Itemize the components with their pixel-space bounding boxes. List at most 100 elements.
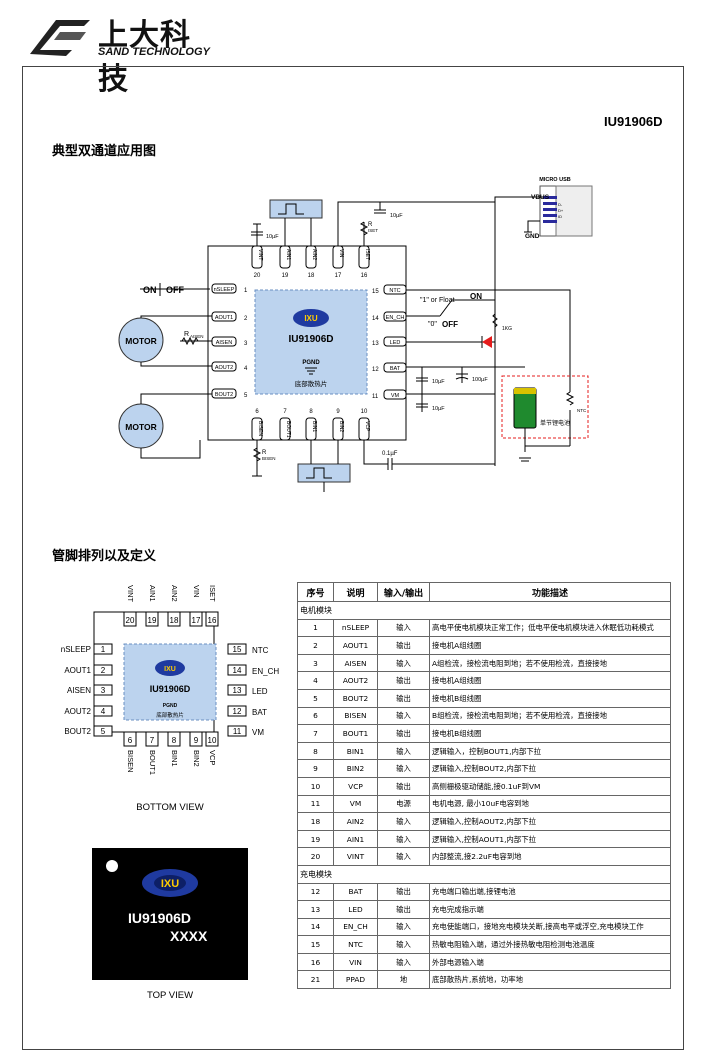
svg-text:13: 13	[372, 341, 379, 347]
svg-text:ID: ID	[558, 214, 562, 219]
pin-description-cell: 接电机A组线圈	[429, 636, 671, 655]
part-number: IU91906D	[604, 114, 663, 129]
svg-text:AISEN: AISEN	[67, 686, 91, 695]
pin-description-cell: 充电使能端口，接地充电模块关断,接高电平或浮空,充电模块工作	[429, 917, 671, 937]
thermal-pad	[254, 289, 368, 395]
header-description: 功能描述	[429, 582, 671, 602]
svg-text:EN_CH: EN_CH	[386, 315, 405, 321]
vcp-cap-label: 0.1µF	[382, 451, 398, 457]
pin-description-cell: 外部电源输入端	[429, 952, 671, 972]
svg-text:BOUT2: BOUT2	[64, 727, 91, 736]
r-bisen-label: R	[262, 450, 267, 456]
pin-name-cell: BIN1	[333, 741, 378, 761]
pin-io-cell: 输入	[377, 917, 430, 937]
pin-io-cell: 输入	[377, 653, 430, 673]
motor-group-row: 电机模块	[297, 601, 671, 620]
svg-text:17: 17	[335, 273, 342, 279]
svg-text:D+: D+	[558, 208, 564, 213]
pin-number-cell: 10	[297, 776, 334, 796]
pin-description-cell: 高侧栅极驱动储能,接0.1uF到VM	[429, 776, 671, 796]
pad-label: 底部散热片	[295, 379, 328, 388]
svg-text:nSLEEP: nSLEEP	[214, 287, 235, 293]
svg-text:9: 9	[194, 736, 199, 745]
top-marking-line1: IU91906D	[128, 910, 192, 926]
pin-description-cell: B组检流，接检流电阻到地；若不使用检流，直接接地	[429, 706, 671, 726]
motor-a-label: MOTOR	[125, 336, 156, 346]
svg-text:12: 12	[372, 367, 379, 373]
pin-io-cell: 输出	[377, 882, 430, 902]
svg-text:10: 10	[208, 736, 217, 745]
pin-io-cell: 输入	[377, 829, 430, 849]
pin-description-cell: 充电端口输出端,接锂电池	[429, 882, 671, 902]
pin-name-cell: BOUT1	[333, 724, 378, 743]
svg-text:IXU: IXU	[164, 666, 176, 673]
pin-number-cell: 18	[297, 812, 334, 831]
pin-number-cell: 3	[297, 653, 334, 673]
svg-text:ISET: ISET	[208, 585, 217, 602]
pin-io-cell: 输入	[377, 741, 430, 761]
svg-text:15: 15	[372, 289, 379, 295]
svg-text:8: 8	[172, 736, 177, 745]
bat-cap-label: 10µF	[432, 379, 445, 385]
pgnd-label: PGND	[302, 360, 320, 366]
svg-text:19: 19	[148, 616, 157, 625]
svg-text:BISEN: BISEN	[126, 750, 135, 773]
pin-io-cell: 输入	[377, 706, 430, 726]
svg-text:2: 2	[244, 316, 248, 322]
pin-name-cell: AIN1	[333, 829, 378, 849]
pin-name-cell: PPAD	[333, 970, 378, 990]
svg-text:18: 18	[308, 273, 315, 279]
svg-text:IU91906D: IU91906D	[150, 684, 191, 694]
section-title-pinout: 管脚排列以及定义	[52, 549, 157, 564]
pin-number-cell: 16	[297, 952, 334, 972]
pin-io-cell: 输入	[377, 812, 430, 831]
table-header-row: 序号 说明 输入/输出 功能描述	[297, 582, 671, 602]
pin-name-cell: EN_CH	[333, 917, 378, 937]
en-on-label: ON	[470, 292, 482, 301]
svg-text:5: 5	[244, 393, 248, 399]
svg-text:AIN1: AIN1	[148, 585, 157, 602]
pin-description-cell: 充电完成指示端	[429, 900, 671, 919]
zero-label: "0"	[428, 321, 437, 328]
svg-text:9: 9	[336, 409, 340, 415]
charge-group-row: 充电模块	[297, 864, 671, 884]
pin-number-cell: 21	[297, 970, 334, 990]
pin-name-cell: BIN2	[333, 759, 378, 778]
svg-text:BOUT2: BOUT2	[215, 392, 233, 398]
svg-text:MICRO USB: MICRO USB	[539, 177, 571, 183]
r-iset-sub: ISET	[368, 228, 378, 233]
r-bisen-sub: BISEN	[262, 456, 276, 461]
pin-name-cell: NTC	[333, 935, 378, 954]
svg-text:5: 5	[101, 727, 106, 736]
svg-text:VIN: VIN	[192, 585, 201, 598]
on-label: ON	[143, 285, 157, 295]
right-pin-names: NTC EN_CH LED BAT VM	[252, 646, 280, 737]
pin-io-cell: 输出	[377, 776, 430, 796]
section-title-application: 典型双通道应用图	[52, 144, 157, 159]
svg-text:7: 7	[283, 409, 287, 415]
pin-io-cell: 输入	[377, 847, 430, 866]
pin-description-cell: 逻辑输入,控制AOUT1,内部下拉	[429, 829, 671, 849]
pin-description-cell: A组检流，接检流电阻到地；若不使用检流，直接接地	[429, 653, 671, 673]
svg-text:BIN2: BIN2	[338, 421, 344, 432]
svg-text:BOUT1: BOUT1	[148, 750, 157, 775]
svg-text:VCP: VCP	[208, 750, 217, 765]
svg-text:AOUT2: AOUT2	[64, 707, 91, 716]
svg-text:4: 4	[101, 707, 106, 716]
pin-description-cell: 逻辑输入,控制AOUT2,内部下拉	[429, 812, 671, 831]
svg-text:BAT: BAT	[390, 366, 401, 372]
pin-description-cell: 高电平使电机模块正常工作；低电平使电机模块进入休眠低功耗模式	[429, 618, 671, 638]
svg-text:NTC: NTC	[389, 288, 400, 294]
micro-usb-connector: MICRO USB VBUS D- D+ ID GND	[525, 177, 593, 240]
package-top-view: IXU IU91906D XXXX	[92, 848, 248, 980]
